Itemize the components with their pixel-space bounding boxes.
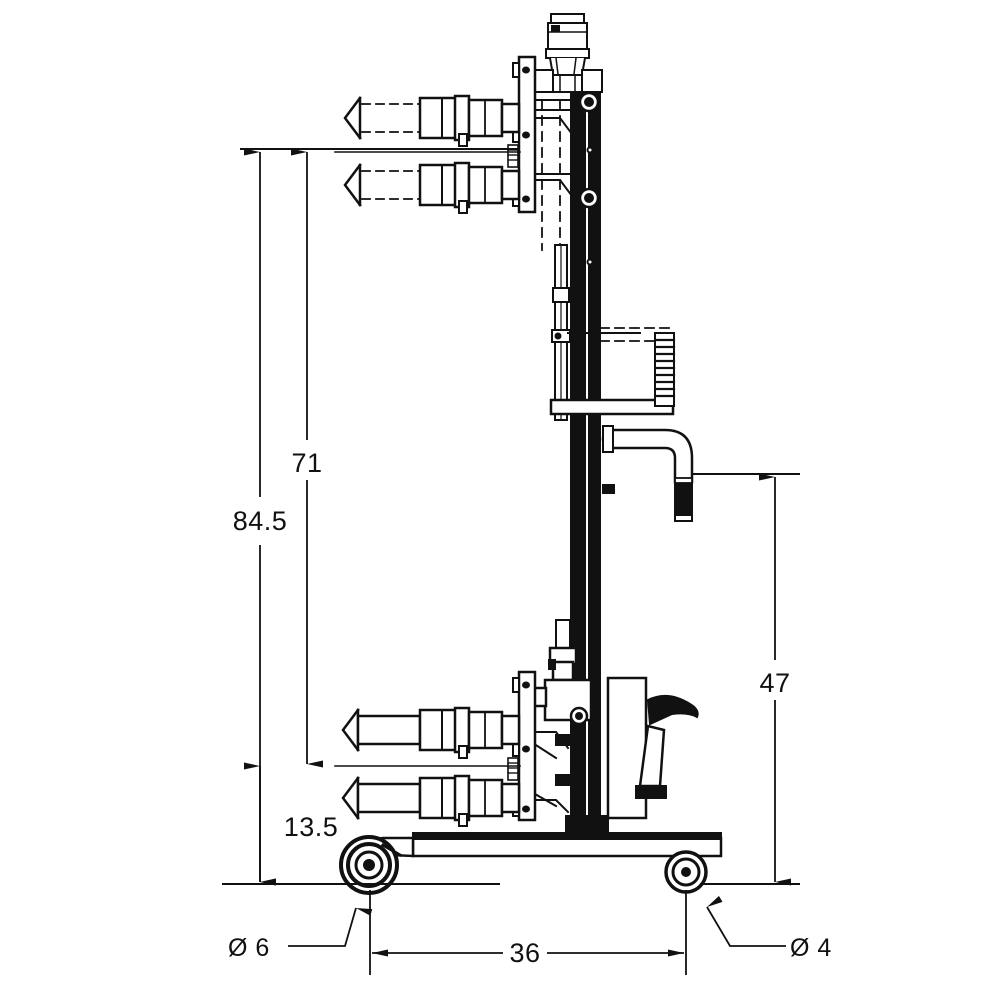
callout-label-dia-4: Ø 4 — [790, 934, 832, 962]
cross-bar — [549, 332, 676, 416]
rear-caster-wheel — [664, 850, 708, 894]
phantom-guide-lines — [541, 99, 561, 251]
dimension-label-47: 47 — [759, 668, 790, 698]
push-handle — [601, 425, 694, 522]
hydraulic-pump — [526, 619, 699, 820]
dimension-lift-height: 71 — [291, 148, 323, 768]
inner-stage-rail — [551, 244, 673, 421]
dimension-label-84-5: 84.5 — [233, 506, 288, 536]
lower-prongs — [334, 706, 521, 827]
dimension-label-71: 71 — [291, 448, 322, 478]
dimension-handle-height: 47 — [759, 473, 791, 886]
callout-rear-caster: Ø 4 — [706, 895, 832, 962]
lower-link-arms — [535, 731, 570, 814]
dimension-lowered-height: 13.5 — [244, 762, 339, 886]
lower-mount-plate — [507, 670, 537, 822]
upper-mount-plate — [507, 55, 537, 214]
front-caster-wheel — [339, 835, 403, 895]
upper-prongs — [334, 94, 521, 214]
dimension-base-length: 36 — [369, 890, 687, 975]
callout-label-dia-6: Ø 6 — [228, 934, 270, 962]
dimension-label-13-5: 13.5 — [284, 812, 339, 842]
dimension-label-36: 36 — [509, 938, 540, 968]
callout-front-caster: Ø 6 — [228, 907, 373, 962]
